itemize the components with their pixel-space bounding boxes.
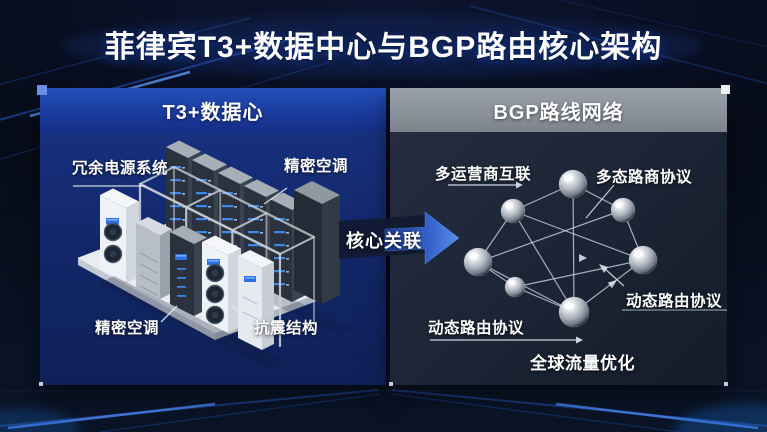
label-dynamic-routing-bottom: 动态路由协议 (428, 320, 525, 337)
label-global-traffic-optimization: 全球流量优化 (530, 354, 635, 373)
label-multi-route-protocol: 多态路商协议 (596, 169, 693, 186)
bgp-panel-header: BGP路线网络 (390, 85, 730, 132)
core-link-label: 核心关联 (346, 231, 422, 251)
label-dynamic-routing-right: 动态路由协议 (626, 293, 723, 310)
datacenter-panel-title: T3+数据心 (162, 101, 264, 124)
core-link-arrow-icon (339, 211, 460, 265)
label-pointer-lines (430, 181, 727, 344)
corner-dot (389, 382, 393, 386)
label-redundant-power: 冗余电源系统 (72, 160, 169, 177)
core-link-connector: 核心关联 (335, 203, 465, 273)
datacenter-panel-body: 冗余电源系统 精密空调 精密空调 抗震结构 (40, 132, 386, 385)
datacenter-panel-header: T3+数据心 (37, 85, 386, 132)
label-multi-carrier-interconnect: 多运营商互联 (435, 166, 532, 183)
label-precision-ac-top: 精密空调 (284, 158, 349, 175)
corner-dot (724, 382, 728, 386)
datacenter-panel: T3+数据心 冗余电源系统 精密空调 精密空调 抗震结构 (37, 85, 386, 386)
page-title: 菲律宾T3+数据中心与BGP路由核心架构 (104, 31, 663, 64)
bgp-panel-body: 多运营商互联 多态路商协议 动态路由协议 动态路由协议 全球流量优化 (390, 132, 727, 385)
label-precision-ac-bottom: 精密空调 (95, 320, 160, 337)
bgp-panel: BGP路线网络 (389, 85, 730, 386)
corner-accent (37, 85, 47, 95)
datacenter-isometric-illustration (73, 140, 352, 370)
bgp-network-diagram (430, 169, 727, 344)
corner-dot (39, 382, 43, 386)
label-pointer-lines (73, 185, 288, 323)
bgp-panel-title: BGP路线网络 (493, 101, 624, 124)
corner-accent (721, 85, 730, 94)
label-seismic-structure: 抗震结构 (254, 320, 319, 337)
